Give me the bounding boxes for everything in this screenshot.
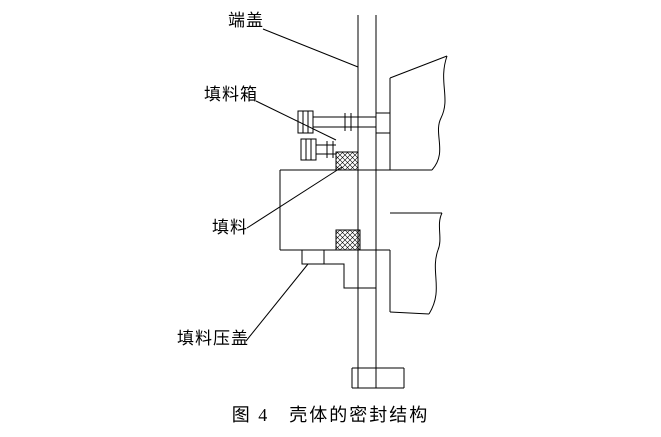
label-packing: 填料	[212, 218, 248, 237]
label-stuffing-box: 填料箱	[204, 85, 258, 104]
housing-bottom-edge	[389, 311, 430, 315]
leader-lines	[245, 28, 359, 342]
figure-caption: 图 4 壳体的密封结构	[231, 405, 430, 425]
housing-upper-break-line	[431, 55, 448, 171]
leader-end-cover	[262, 28, 359, 68]
end-cover-foot	[351, 367, 405, 389]
lower-bolt-head	[300, 138, 317, 161]
packing-gland	[301, 250, 376, 289]
housing-mid-break-line	[437, 212, 443, 251]
housing-top-edge	[389, 55, 448, 79]
upper-bolt-head	[297, 110, 314, 134]
upper-bolt-boss	[376, 112, 391, 134]
housing-lower-break-line	[428, 249, 439, 315]
leader-stuffing-box	[255, 100, 337, 141]
packing-bottom	[335, 229, 361, 251]
leader-packing	[246, 166, 343, 229]
lower-bolt	[300, 138, 336, 161]
label-end-cover: 端盖	[228, 11, 264, 30]
upper-bolt	[297, 110, 391, 134]
leader-packing-gland	[245, 263, 309, 342]
packing-top	[335, 151, 359, 171]
label-packing-gland: 填料压盖	[177, 329, 249, 348]
housing-wall	[389, 55, 448, 315]
end-cover-plate	[351, 15, 405, 389]
